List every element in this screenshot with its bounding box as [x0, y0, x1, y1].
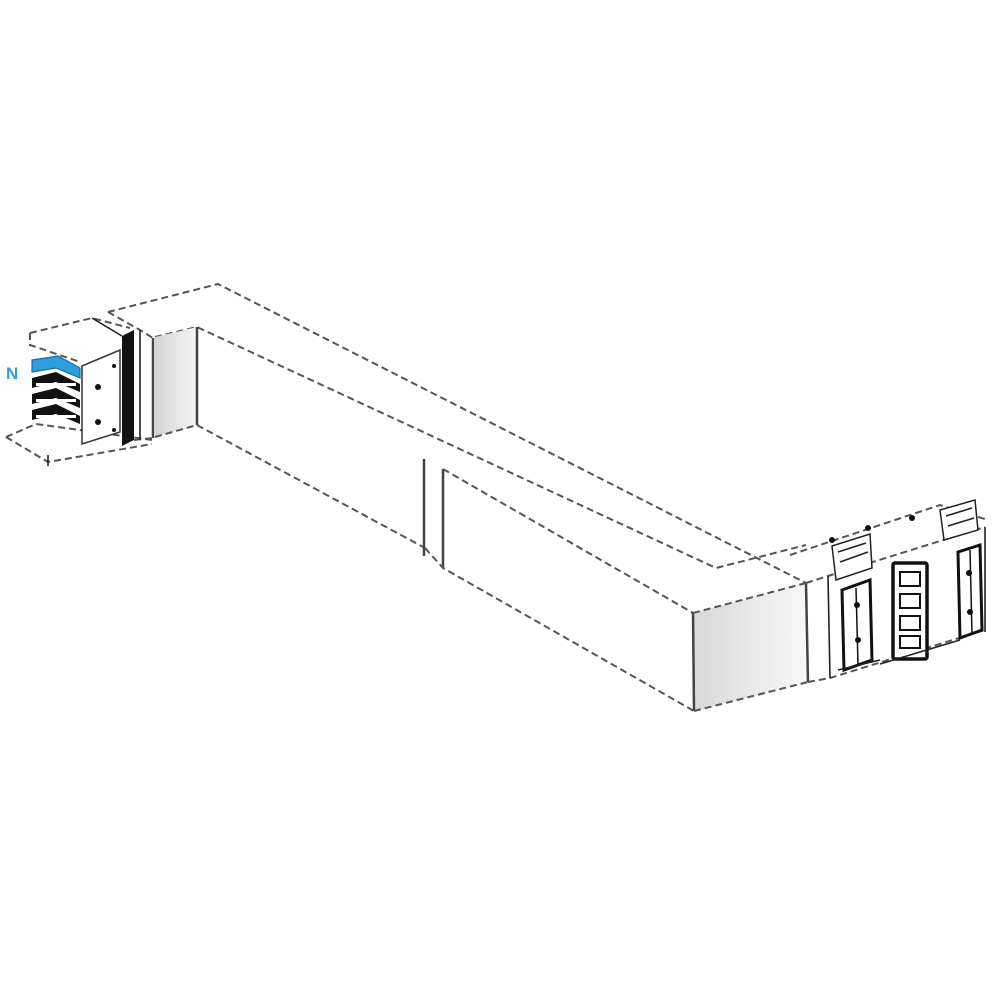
conductor-bars [31, 355, 81, 424]
left-connector [5, 311, 154, 466]
upper-horizontal-run [107, 282, 807, 584]
right-junction-block [789, 499, 989, 683]
neutral-label: N [6, 364, 19, 383]
neutral-bar [31, 355, 81, 379]
joint [422, 459, 445, 568]
lower-elbow [424, 468, 810, 712]
